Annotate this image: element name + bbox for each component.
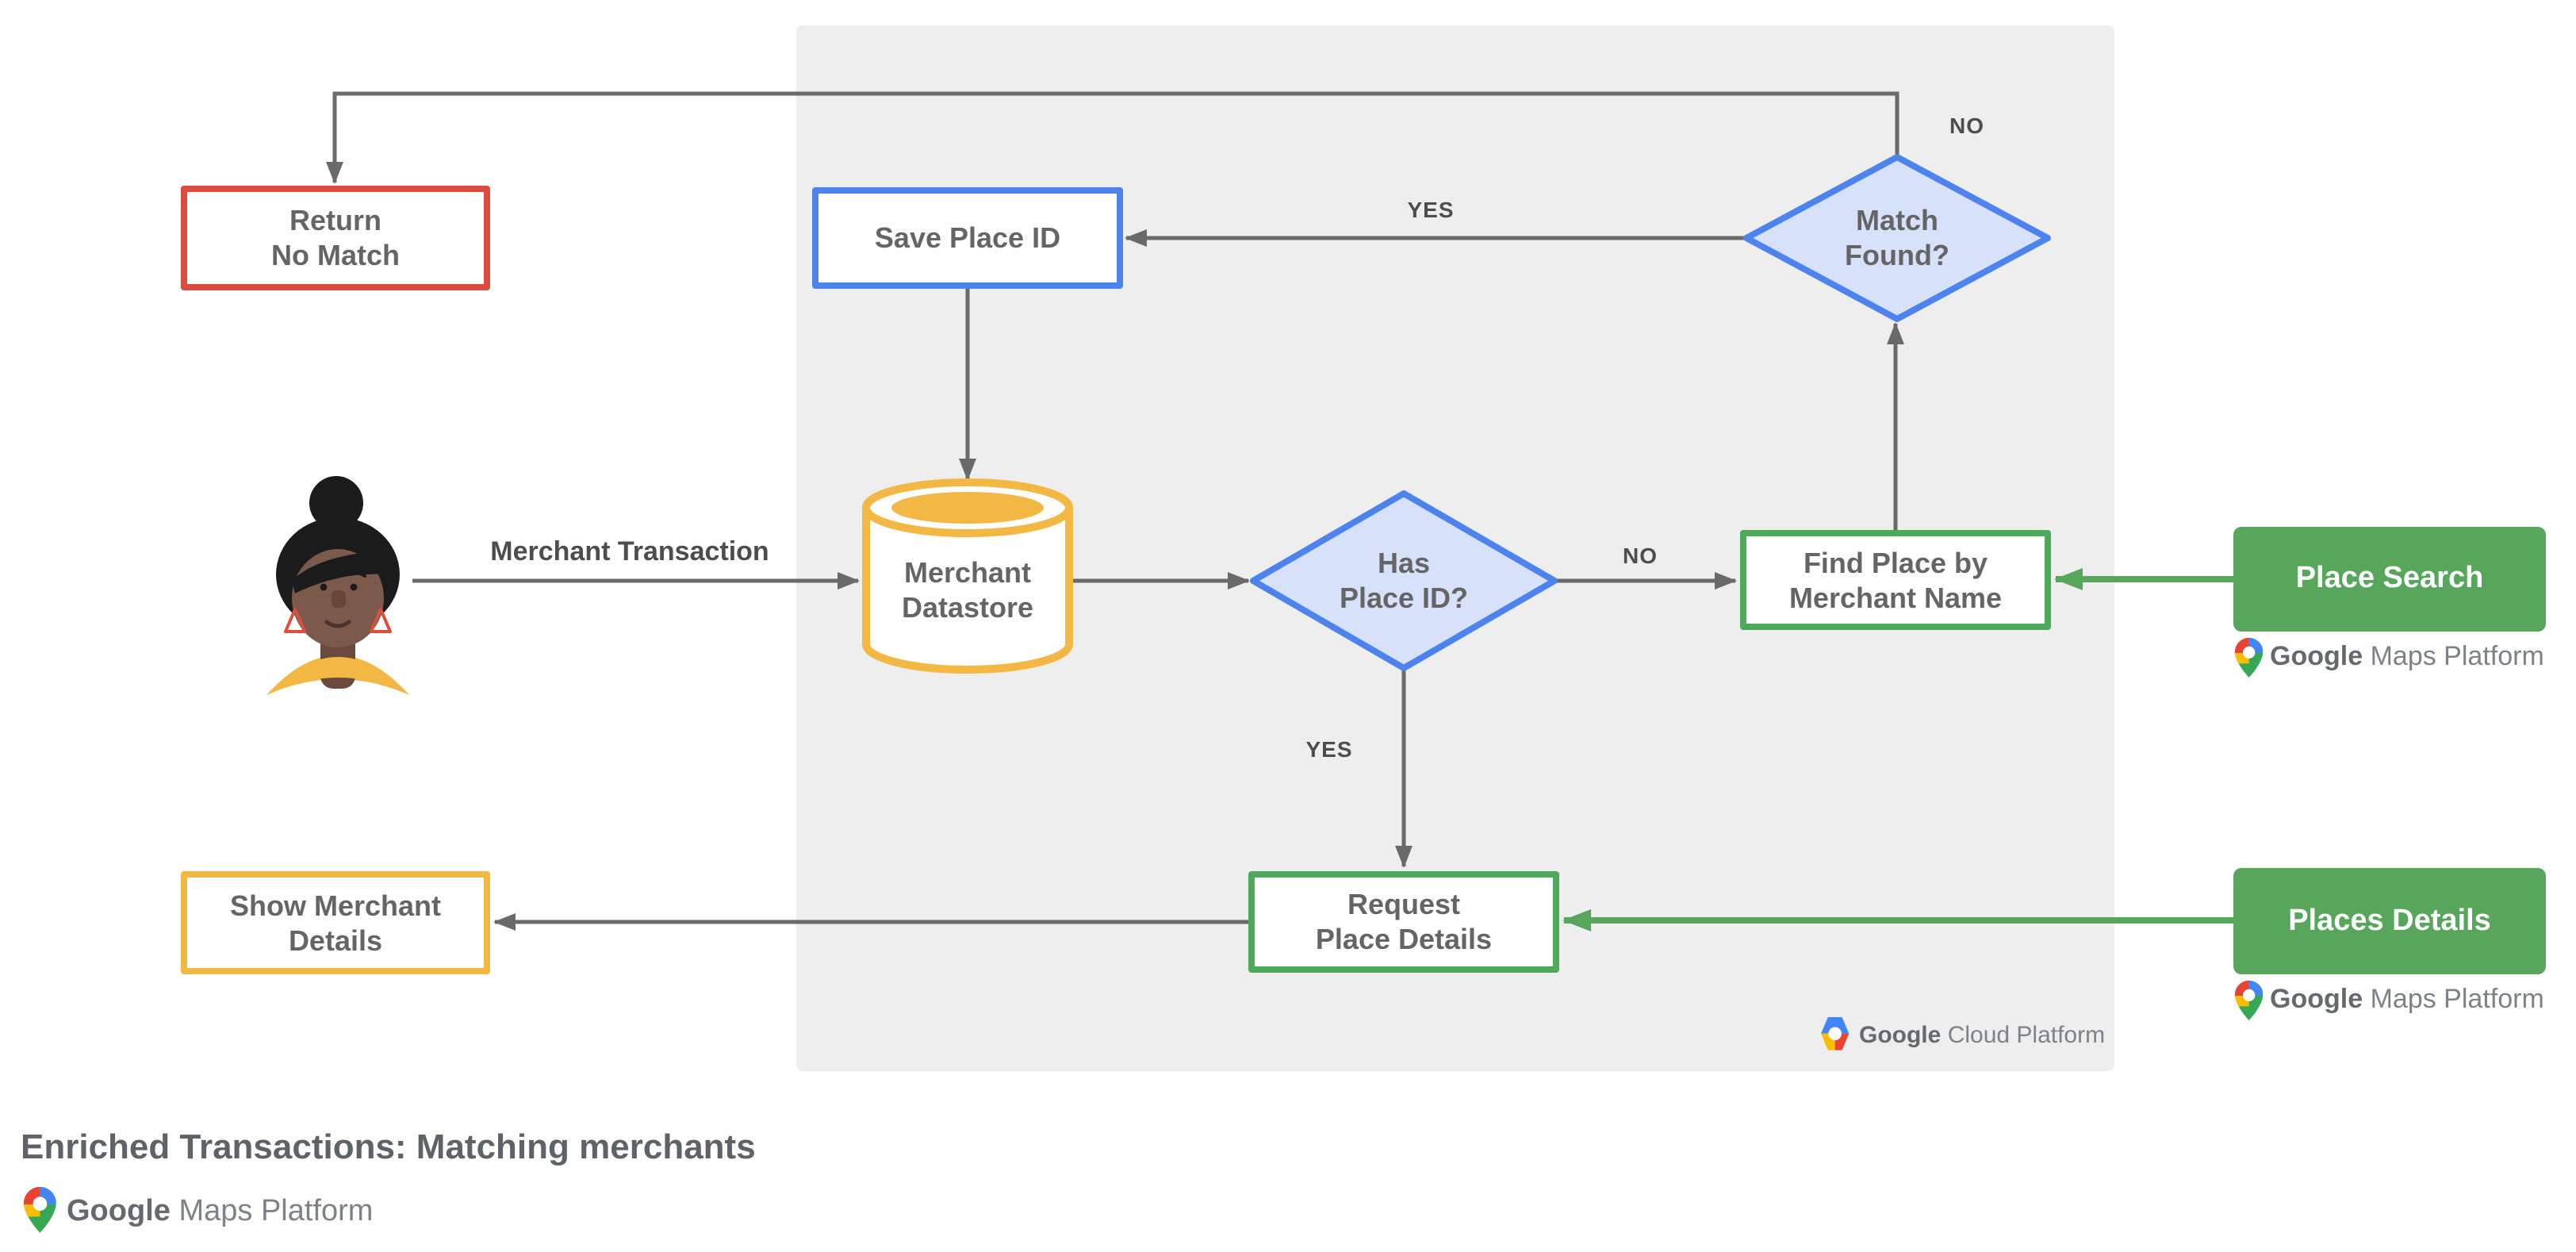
label-merchant-datastore: Merchant Datastore bbox=[901, 557, 1034, 624]
maps-pin-icon bbox=[2235, 981, 2263, 1020]
decision-match-found-shape bbox=[1743, 154, 2051, 322]
merchant-user-avatar bbox=[266, 476, 409, 695]
gcp-hexagon-icon bbox=[1821, 1017, 1850, 1050]
label-has-place-id: Has Place ID? bbox=[1339, 547, 1469, 614]
google-cloud-platform-lockup: Google Cloud Platform bbox=[1859, 1022, 2105, 1049]
lockup-brand: Google bbox=[67, 1195, 171, 1228]
node-show-merchant-details: Show Merchant Details bbox=[181, 871, 490, 974]
lockup-product: Maps Platform bbox=[178, 1195, 374, 1228]
node-save-place-id: Save Place ID bbox=[812, 187, 1123, 289]
lockup-product: Maps Platform bbox=[2370, 641, 2544, 671]
lockup-product: Maps Platform bbox=[2370, 984, 2544, 1014]
google-maps-platform-lockup: Google Maps Platform bbox=[67, 1195, 373, 1230]
edge-label-no-find: NO bbox=[1623, 543, 1658, 568]
edge-label-merchant-transaction: Merchant Transaction bbox=[490, 536, 769, 566]
google-maps-platform-lockup: Google Maps Platform bbox=[2270, 641, 2544, 673]
lockup-brand: Google bbox=[1859, 1022, 1942, 1049]
edge-label-yes-save: YES bbox=[1407, 197, 1455, 222]
node-find-place-by-merchant-name: Find Place by Merchant Name bbox=[1740, 530, 2051, 630]
maps-pin-icon bbox=[2235, 638, 2263, 678]
node-places-details-api: Places Details bbox=[2233, 868, 2546, 974]
node-return-no-match: Return No Match bbox=[181, 186, 490, 290]
lockup-product: Cloud Platform bbox=[1947, 1022, 2106, 1049]
datastore-cylinder-shape bbox=[862, 478, 1073, 674]
maps-pin-icon bbox=[24, 1187, 56, 1233]
diagram-title: Enriched Transactions: Matching merchant… bbox=[21, 1127, 756, 1166]
node-request-place-details: Request Place Details bbox=[1248, 871, 1559, 973]
label-match-found: Match Found? bbox=[1845, 205, 1949, 271]
google-maps-platform-lockup: Google Maps Platform bbox=[2270, 984, 2544, 1016]
decision-has-place-id-shape bbox=[1250, 490, 1558, 671]
edge-label-yes-request: YES bbox=[1305, 736, 1353, 762]
edge-label-no-top: NO bbox=[1949, 113, 1984, 138]
edge-match-found-no-loop bbox=[326, 91, 1899, 184]
lockup-brand: Google bbox=[2270, 984, 2363, 1014]
lockup-brand: Google bbox=[2270, 641, 2363, 671]
node-place-search-api: Place Search bbox=[2233, 527, 2546, 632]
